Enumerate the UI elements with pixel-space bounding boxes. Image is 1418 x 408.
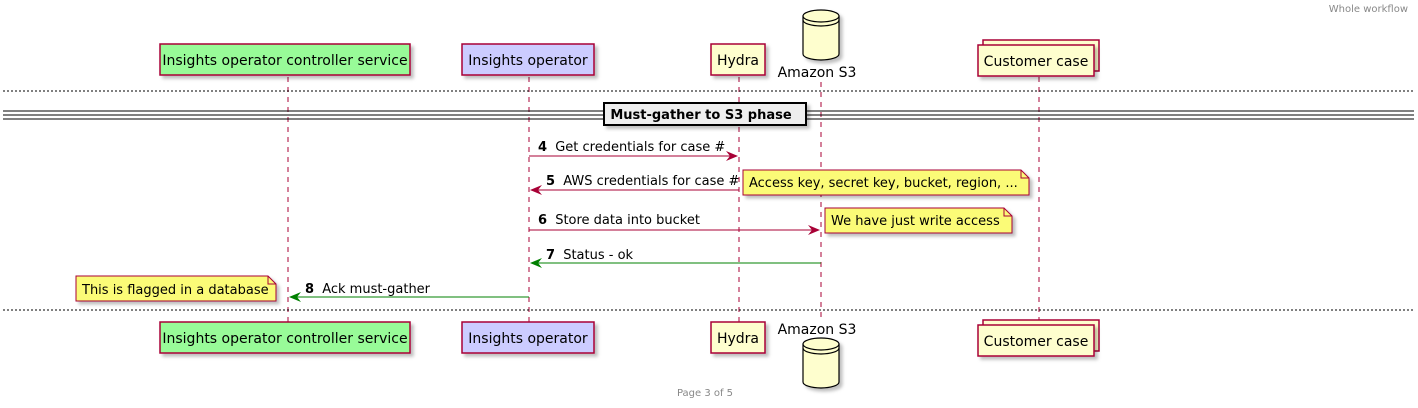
- note-credentials: [742, 169, 1030, 196]
- diagram-header-title: Whole workflow: [1329, 4, 1408, 15]
- svg-text:6 Store data into bucket: 6 Store data into bucket: [538, 213, 700, 228]
- database-icon: [802, 9, 840, 61]
- message-6: 6 Store data into bucket: [529, 213, 820, 235]
- message-text: Status - ok: [563, 248, 633, 263]
- participant-operator-bottom: Insights operator: [461, 321, 595, 354]
- arrow-right-icon: [808, 225, 820, 235]
- message-5: 5 AWS credentials for case #: [530, 174, 739, 195]
- arrow-left-icon: [289, 292, 301, 302]
- participant-label: Customer case: [984, 334, 1089, 350]
- participant-label: Insights operator: [468, 331, 588, 347]
- message-number: 5: [546, 174, 555, 189]
- message-text: Ack must-gather: [322, 282, 430, 297]
- participant-label: Customer case: [984, 54, 1089, 70]
- message-7: 7 Status - ok: [530, 248, 821, 268]
- svg-text:5 AWS credentials for ca: 5 AWS credentials for case #: [546, 174, 739, 189]
- message-text: AWS credentials for case #: [563, 174, 739, 189]
- participant-s3-bottom: Amazon S3: [778, 322, 857, 389]
- svg-text:4 Get credentials for ca: 4 Get credentials for case #: [538, 140, 725, 155]
- database-icon: [802, 337, 840, 389]
- participant-label: Insights operator controller service: [162, 331, 407, 347]
- participant-controller-top: Insights operator controller service: [159, 43, 411, 76]
- participant-operator-top: Insights operator: [461, 43, 595, 76]
- participant-label: Insights operator: [468, 53, 588, 69]
- participant-controller-bottom: Insights operator controller service: [159, 321, 411, 354]
- participant-hydra-top: Hydra: [710, 43, 766, 76]
- message-4: 4 Get credentials for case #: [529, 140, 738, 161]
- participant-hydra-bottom: Hydra: [710, 321, 766, 354]
- svg-text:7 Status - ok: 7 Status - ok: [546, 248, 634, 263]
- message-number: 6: [538, 213, 547, 228]
- message-8: 8 Ack must-gather: [289, 282, 529, 302]
- participant-label: Hydra: [717, 53, 759, 69]
- message-number: 8: [305, 282, 314, 297]
- participant-label: Insights operator controller service: [162, 53, 407, 69]
- note-database-flag: [75, 275, 277, 302]
- participant-case-top: Customer case: [977, 39, 1100, 77]
- note-write-access-text: We have just write access: [831, 214, 1000, 229]
- message-text: Get credentials for case #: [555, 140, 725, 155]
- phase-label: Must-gather to S3 phase: [610, 108, 792, 123]
- message-number: 4: [538, 140, 547, 155]
- arrow-left-icon: [530, 258, 542, 268]
- page-number: Page 3 of 5: [677, 388, 733, 399]
- participant-case-bottom: Customer case: [977, 319, 1100, 357]
- participant-label: Amazon S3: [778, 322, 857, 338]
- message-number: 7: [546, 248, 555, 263]
- message-text: Store data into bucket: [555, 213, 700, 228]
- note-database-flag-text: This is flagged in a database: [81, 283, 269, 298]
- arrow-right-icon: [726, 151, 738, 161]
- svg-text:8 Ack must-gather: 8 Ack must-gather: [305, 282, 431, 297]
- participant-s3-top: Amazon S3: [778, 9, 857, 81]
- phase-divider: Must-gather to S3 phase: [3, 102, 1414, 126]
- note-write-access: [824, 207, 1013, 234]
- note-credentials-text: Access key, secret key, bucket, region, …: [749, 176, 1018, 191]
- participant-label: Hydra: [717, 331, 759, 347]
- arrow-left-icon: [530, 185, 542, 195]
- participant-label: Amazon S3: [778, 65, 857, 81]
- phase-label-box: [603, 102, 807, 126]
